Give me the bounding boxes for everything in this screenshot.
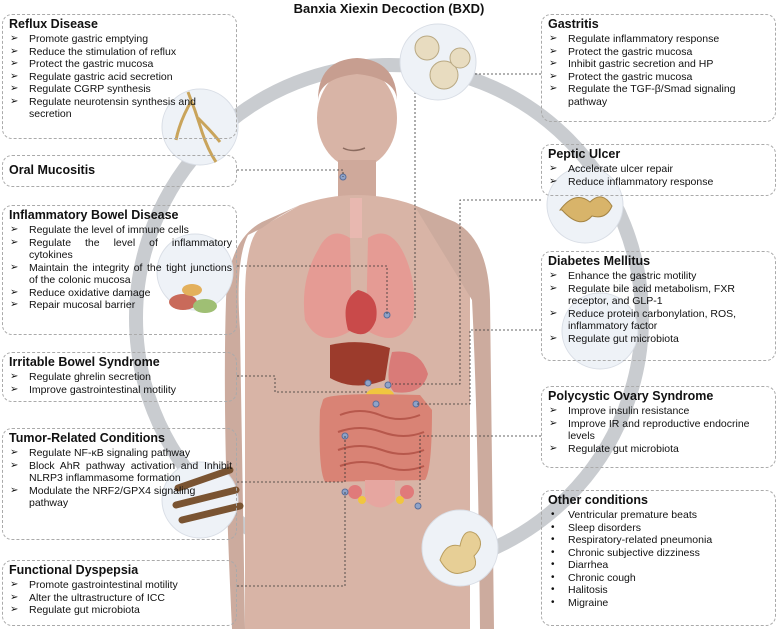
diagram-title: Banxia Xiexin Decoction (BXD) (293, 1, 485, 16)
box-title: Inflammatory Bowel Disease (9, 208, 179, 222)
list-item: ➢Reduce the stimulation of reflux (10, 45, 177, 58)
list-item: ➢Regulate ghrelin secretion (10, 371, 151, 383)
list-item: ➢Improve gastrointestinal motility (10, 383, 177, 396)
box-title: Irritable Bowel Syndrome (9, 355, 160, 369)
box-title: Diabetes Mellitus (548, 254, 651, 268)
box-functional-dyspepsia: Functional Dyspepsia ➢Promote gastrointe… (2, 560, 237, 626)
list-item: ➢Regulate NF-κB signaling pathway (10, 447, 191, 459)
list-item: ➢Regulate CGRP synthesis (10, 83, 151, 95)
box-title: Gastritis (548, 17, 599, 31)
box-gastritis: Gastritis ➢Regulate inflammatory respons… (541, 14, 776, 122)
list-item: •Migraine (551, 596, 609, 609)
list-item: •Ventricular premature beats (551, 509, 697, 521)
list-item: ➢Protect the gastric mucosa (549, 70, 693, 83)
list-item: ➢Protect the gastric mucosa (549, 45, 693, 58)
box-title: Tumor-Related Conditions (9, 431, 166, 445)
box-polycystic-ovary-syndrome: Polycystic Ovary Syndrome ➢Improve insul… (541, 386, 776, 468)
box-title: Oral Mucositis (9, 163, 96, 177)
list-item: ➢Promote gastric emptying (10, 33, 149, 45)
list-item: ➢Block AhR pathway activation and Inhibi… (10, 459, 232, 485)
list-item: ➢Improve insulin resistance (549, 405, 690, 417)
list-item: •Sleep disorders (551, 521, 641, 534)
list-item: ➢Reduce protein carbonylation, ROS, infl… (549, 307, 737, 333)
box-title: Polycystic Ovary Syndrome (548, 389, 714, 403)
herb-medallions (156, 23, 639, 587)
box-irritable-bowel-syndrome: Irritable Bowel Syndrome ➢Regulate ghrel… (2, 352, 237, 402)
list-item: ➢Protect the gastric mucosa (10, 58, 154, 70)
list-item: ➢Regulate the level of immune cells (10, 224, 189, 236)
list-item: ➢Regulate inflammatory response (549, 33, 720, 45)
list-item: ➢Maintain the integrity of the tight jun… (10, 261, 232, 287)
list-item: ➢Repair mucosal barrier (10, 299, 136, 311)
box-title: Functional Dyspepsia (9, 563, 139, 577)
box-other-conditions: Other conditions •Ventricular premature … (541, 490, 776, 626)
list-item: ➢Reduce oxidative damage (10, 286, 151, 299)
list-item: ➢Regulate neurotensin synthesis and secr… (10, 95, 196, 121)
list-item: ➢Promote gastrointestinal motility (10, 579, 178, 591)
organs (303, 198, 432, 508)
box-inflammatory-bowel-disease: Inflammatory Bowel Disease ➢Regulate the… (2, 205, 237, 335)
list-item: ➢Enhance the gastric motility (549, 270, 697, 282)
box-title: Reflux Disease (9, 17, 98, 31)
list-item: •Halitosis (551, 584, 608, 596)
list-item: ➢Regulate the TGF-β/Smad signaling pathw… (549, 83, 736, 108)
list-item: ➢Improve IR and reproductive endocrine l… (549, 417, 750, 443)
list-item: ➢Modulate the NRF2/GPX4 signaling pathwa… (10, 484, 196, 510)
box-diabetes-mellitus: Diabetes Mellitus ➢Enhance the gastric m… (541, 251, 776, 361)
list-item: ➢Regulate gut microbiota (549, 332, 679, 345)
list-item: •Respiratory-related pneumonia (551, 534, 713, 546)
list-item: ➢Regulate the level of inflammatory cyto… (10, 236, 232, 262)
list-item: ➢Reduce inflammatory response (549, 175, 714, 188)
list-item: ➢Regulate gut microbiota (10, 604, 140, 616)
list-item: ➢Regulate gut microbiota (549, 442, 679, 455)
box-title: Peptic Ulcer (548, 147, 621, 161)
box-title: Other conditions (548, 493, 648, 507)
list-item: •Chronic subjective dizziness (551, 546, 700, 559)
list-item: •Diarrhea (551, 559, 609, 571)
box-peptic-ulcer: Peptic Ulcer ➢Accelerate ulcer repair ➢R… (541, 144, 776, 196)
list-item: ➢Inhibit gastric secretion and HP (549, 58, 714, 70)
box-tumor-related-conditions: Tumor-Related Conditions ➢Regulate NF-κB… (2, 428, 237, 540)
list-item: ➢Regulate gastric acid secretion (10, 70, 173, 83)
list-item: ➢Accelerate ulcer repair (549, 163, 674, 175)
box-reflux-disease: Reflux Disease ➢Promote gastric emptying… (2, 14, 237, 139)
list-item: •Chronic cough (551, 571, 636, 584)
list-item: ➢Regulate bile acid metabolism, FXR rece… (549, 282, 735, 308)
list-item: ➢Alter the ultrastructure of ICC (10, 591, 165, 604)
box-oral-mucositis: Oral Mucositis (2, 155, 237, 187)
